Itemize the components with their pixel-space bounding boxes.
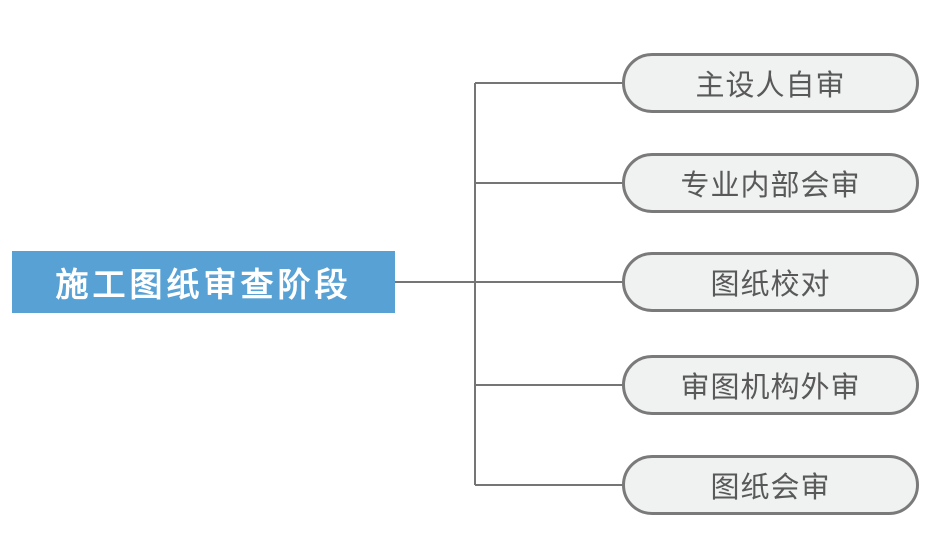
- node-drawing-proofreading: 图纸校对: [622, 252, 919, 312]
- node-drawing-joint-review: 图纸会审: [622, 455, 919, 515]
- root-node-label: 施工图纸审查阶段: [55, 266, 352, 303]
- node-label: 审图机构外审: [680, 372, 861, 404]
- node-label: 主设人自审: [695, 70, 846, 102]
- node-label: 专业内部会审: [680, 170, 861, 202]
- node-external-review-agency: 审图机构外审: [622, 355, 919, 415]
- node-lead-designer-self-review: 主设人自审: [622, 53, 919, 113]
- node-label: 图纸会审: [710, 472, 831, 504]
- node-label: 图纸校对: [710, 269, 831, 301]
- root-node-construction-drawing-review-stage: 施工图纸审查阶段: [12, 251, 395, 313]
- node-internal-discipline-review: 专业内部会审: [622, 153, 919, 213]
